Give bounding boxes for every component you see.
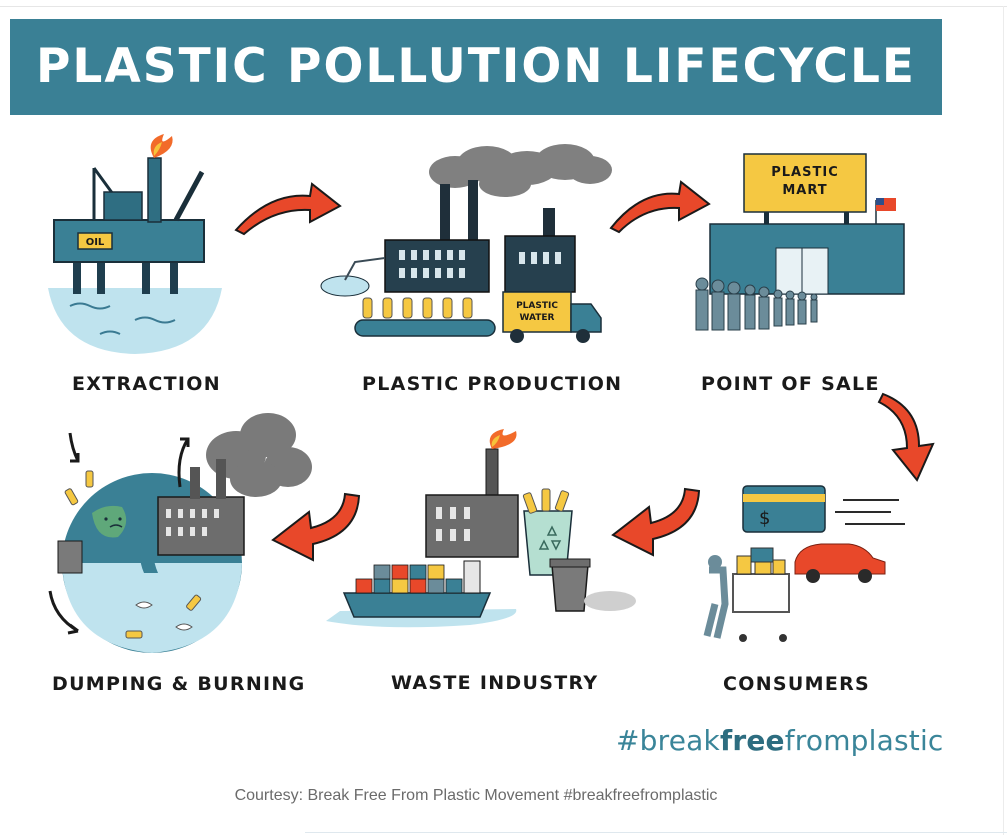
- consumers-illustration: $: [703, 485, 905, 642]
- label-waste-industry: WASTE INDUSTRY: [391, 672, 599, 694]
- store-sign-line1: PLASTIC: [771, 165, 838, 180]
- oil-sign-text: OIL: [86, 237, 105, 248]
- image-caption: Courtesy: Break Free From Plastic Moveme…: [234, 787, 718, 804]
- truck-text-line2: WATER: [519, 313, 554, 323]
- hashtag-part-break: #break: [616, 724, 720, 757]
- oil-rig-illustration: OIL: [48, 134, 222, 354]
- hashtag-part-fromplastic: fromplastic: [784, 724, 944, 757]
- arrow-extraction-to-production: [234, 182, 342, 236]
- store-sign-line2: MART: [782, 183, 827, 198]
- label-extraction: EXTRACTION: [72, 373, 221, 395]
- hashtag-part-free: free: [719, 724, 785, 757]
- arrow-production-to-sale: [609, 180, 711, 234]
- right-divider: [1003, 6, 1004, 835]
- hashtag: #breakfreefromplastic: [616, 724, 944, 757]
- waste-industry-illustration: [326, 429, 636, 628]
- label-consumers: CONSUMERS: [723, 673, 871, 695]
- arrow-sale-to-consumers: [877, 392, 935, 482]
- dumping-illustration: [48, 413, 312, 653]
- label-dumping-burning: DUMPING & BURNING: [52, 673, 306, 695]
- arrow-consumers-to-waste: [611, 487, 701, 557]
- top-divider: [0, 6, 1007, 7]
- title-banner: PLASTIC POLLUTION LIFECYCLE: [10, 19, 942, 115]
- bottom-divider: [305, 832, 1007, 833]
- diagram-title: PLASTIC POLLUTION LIFECYCLE: [35, 39, 917, 94]
- arrow-waste-to-dumping: [271, 492, 361, 562]
- label-plastic-production: PLASTIC PRODUCTION: [362, 373, 623, 395]
- store-illustration: PLASTIC MART: [695, 153, 905, 331]
- truck-text-line1: PLASTIC: [516, 301, 558, 311]
- card-dollar-symbol: $: [759, 508, 770, 529]
- factory-illustration: PLASTIC WATER: [320, 144, 612, 343]
- label-point-of-sale: POINT OF SALE: [701, 373, 880, 395]
